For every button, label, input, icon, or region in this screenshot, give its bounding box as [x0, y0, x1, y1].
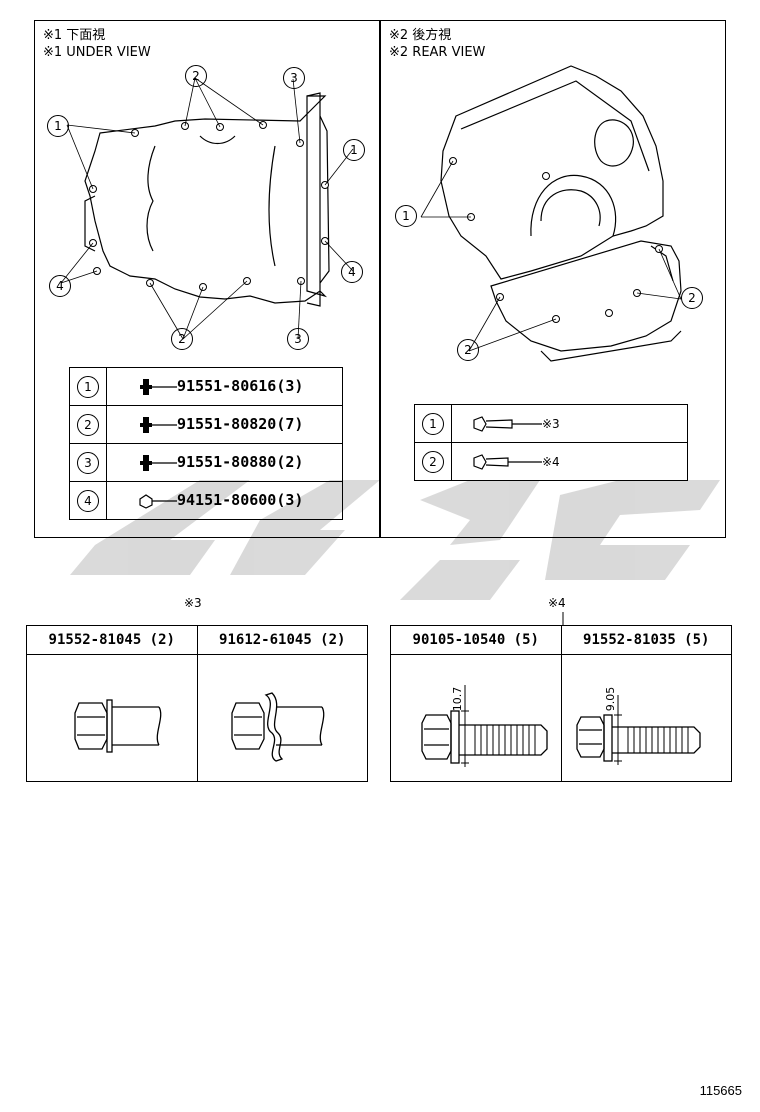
callout-4-right: 4 — [341, 261, 363, 283]
table-row: 1 ※3 — [414, 404, 688, 443]
part-number: 91551-80820 — [177, 415, 277, 434]
detail-ref: ※4 — [542, 455, 560, 470]
under-view-title-jp: ※1 下面視 — [43, 28, 106, 43]
detail-ref: ※3 — [542, 417, 560, 432]
table-row: 2 91551-80820(7) — [69, 405, 343, 444]
timing-cover-rear-view-diagram — [420, 65, 682, 362]
rear-view-title-jp: ※2 後方視 — [389, 28, 452, 43]
detail-3-table: 91552-81045 (2) 91612-61045 (2) — [26, 625, 368, 782]
column-header: 91552-81035 (5) — [560, 625, 732, 655]
callout-2-right: 2 — [681, 287, 703, 309]
part-qty: (7) — [276, 415, 304, 434]
callout-3-top: 3 — [283, 67, 305, 89]
detail-3-label: ※3 — [184, 596, 202, 610]
callout-4-left: 4 — [49, 275, 71, 297]
callout-2-bottom: 2 — [171, 328, 193, 350]
row-number: 3 — [77, 451, 99, 474]
table-row: 91552-81045 (2) 91612-61045 (2) — [26, 625, 368, 655]
rear-view-parts-table: 1 ※3 2 ※4 — [414, 404, 688, 481]
dimension-label: 9.05 — [604, 687, 617, 712]
column-header: 91612-61045 (2) — [196, 625, 368, 655]
under-view-panel: ※1 下面視 ※1 UNDER VIEW — [34, 20, 380, 538]
bolt-with-washer-icon — [230, 692, 324, 762]
rear-view-title-en: ※2 REAR VIEW — [389, 45, 486, 60]
table-row: 4 94151-80600(3) — [69, 481, 343, 520]
callout-3-bottom: 3 — [287, 328, 309, 350]
row-number: 4 — [77, 489, 99, 512]
detail-4-leader — [562, 612, 564, 626]
table-row: 90105-10540 (5) 91552-81035 (5) — [390, 625, 732, 655]
callout-2-top: 2 — [185, 65, 207, 87]
callout-2-bottom: 2 — [457, 339, 479, 361]
detail-4-table: 90105-10540 (5) 91552-81035 (5) — [390, 625, 732, 782]
part-qty: (3) — [276, 491, 304, 510]
part-number: 94151-80600 — [177, 491, 277, 510]
callout-1-left: 1 — [47, 115, 69, 137]
rear-view-panel: ※2 後方視 ※2 REAR VIEW — [380, 20, 726, 538]
bolt-washer-icon — [140, 416, 177, 433]
column-header: 91552-81045 (2) — [26, 625, 198, 655]
row-number: 1 — [77, 375, 99, 398]
figure-id: 115665 — [699, 1083, 742, 1098]
table-row — [26, 654, 368, 782]
callout-1-right: 1 — [343, 139, 365, 161]
column-header: 90105-10540 (5) — [390, 625, 562, 655]
flange-bolt-icon — [473, 416, 542, 432]
row-number: 1 — [422, 412, 444, 435]
table-row: 2 ※4 — [414, 442, 688, 481]
row-number: 2 — [422, 450, 444, 473]
threaded-flange-bolt-icon: 10.7 — [421, 685, 548, 767]
oil-pan-under-view-diagram — [60, 77, 354, 340]
threaded-flange-bolt-icon: 9.05 — [575, 687, 701, 765]
nut-icon — [139, 494, 177, 509]
part-qty: (3) — [276, 377, 304, 396]
detail-4-label: ※4 — [548, 596, 566, 610]
under-view-parts-table: 1 91551-80616(3) 2 91551-80820(7) 3 9155… — [69, 367, 343, 520]
table-row: 10.7 — [390, 654, 732, 782]
under-view-title-en: ※1 UNDER VIEW — [43, 45, 151, 60]
table-row: 3 91551-80880(2) — [69, 443, 343, 482]
bolt-washer-icon — [140, 454, 177, 471]
bolt-washer-icon — [140, 378, 177, 395]
part-number: 91551-80880 — [177, 453, 277, 472]
part-number: 91551-80616 — [177, 377, 277, 396]
dimension-label: 10.7 — [451, 687, 464, 712]
flange-bolt-icon — [473, 454, 542, 470]
callout-1: 1 — [395, 205, 417, 227]
flange-bolt-icon — [74, 699, 162, 753]
table-row: 1 91551-80616(3) — [69, 367, 343, 406]
part-qty: (2) — [276, 453, 304, 472]
row-number: 2 — [77, 413, 99, 436]
